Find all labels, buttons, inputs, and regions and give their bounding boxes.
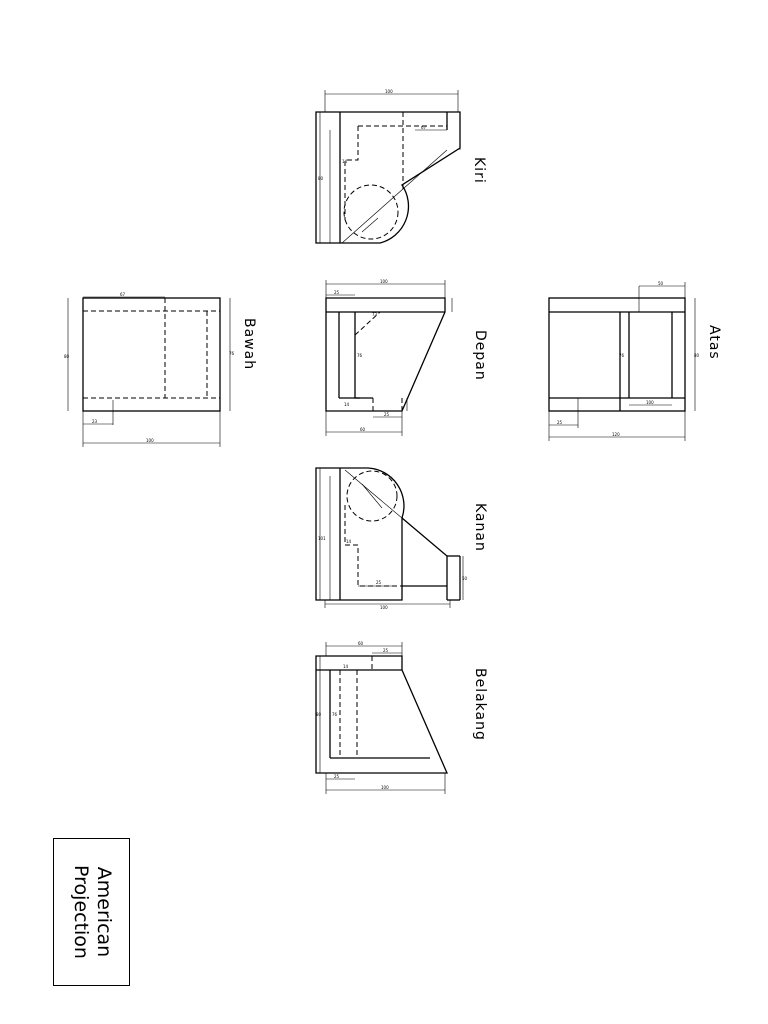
svg-text:76: 76 bbox=[229, 351, 235, 356]
svg-text:60: 60 bbox=[358, 641, 364, 646]
label-bawah: Bawah bbox=[241, 318, 257, 370]
svg-text:100: 100 bbox=[380, 605, 388, 610]
svg-text:50: 50 bbox=[462, 576, 468, 581]
svg-text:120: 120 bbox=[612, 432, 620, 437]
svg-text:67: 67 bbox=[120, 292, 126, 297]
svg-text:80: 80 bbox=[316, 712, 322, 717]
svg-text:76: 76 bbox=[332, 712, 338, 717]
label-kanan: Kanan bbox=[472, 503, 488, 552]
label-depan: Depan bbox=[472, 330, 488, 381]
svg-text:100: 100 bbox=[146, 438, 154, 443]
projection-label: American Projection bbox=[69, 865, 115, 959]
svg-text:100: 100 bbox=[381, 785, 389, 790]
label-atas: Atas bbox=[706, 325, 722, 360]
view-atas: 50 25 120 100 76 80 bbox=[548, 281, 700, 441]
projection-line-1: American bbox=[92, 866, 115, 958]
svg-text:25: 25 bbox=[376, 580, 382, 585]
svg-text:80: 80 bbox=[694, 353, 700, 358]
svg-text:25: 25 bbox=[557, 420, 563, 425]
svg-text:23: 23 bbox=[92, 419, 98, 424]
svg-text:60: 60 bbox=[360, 427, 366, 432]
svg-text:25: 25 bbox=[334, 290, 340, 295]
view-kanan: 100 25 14 101 50 bbox=[315, 467, 468, 610]
view-depan: 100 25 73 76 14 25 60 bbox=[325, 279, 453, 436]
svg-text:80: 80 bbox=[318, 176, 324, 181]
svg-text:50: 50 bbox=[658, 281, 664, 286]
view-kiri: 100 67 14 80 bbox=[315, 89, 461, 244]
svg-text:100: 100 bbox=[380, 279, 388, 284]
svg-text:76: 76 bbox=[357, 353, 363, 358]
label-belakang: Belakang bbox=[472, 668, 488, 741]
svg-text:25: 25 bbox=[384, 412, 390, 417]
svg-text:100: 100 bbox=[646, 400, 654, 405]
view-belakang: 60 25 14 76 80 25 100 bbox=[315, 641, 448, 794]
view-bawah: 67 23 100 80 76 bbox=[64, 292, 235, 447]
svg-text:80: 80 bbox=[64, 354, 70, 359]
svg-text:67: 67 bbox=[421, 125, 427, 130]
svg-text:14: 14 bbox=[343, 664, 349, 669]
svg-text:14: 14 bbox=[346, 539, 352, 544]
svg-text:73: 73 bbox=[372, 312, 378, 317]
svg-text:76: 76 bbox=[619, 353, 625, 358]
svg-text:25: 25 bbox=[334, 774, 340, 779]
svg-text:101: 101 bbox=[318, 536, 326, 541]
svg-text:100: 100 bbox=[385, 89, 393, 94]
projection-box: American Projection bbox=[53, 838, 130, 986]
projection-line-2: Projection bbox=[69, 865, 92, 959]
svg-text:25: 25 bbox=[383, 648, 389, 653]
label-kiri: Kiri bbox=[471, 157, 487, 184]
svg-text:14: 14 bbox=[342, 159, 348, 164]
svg-text:14: 14 bbox=[344, 402, 350, 407]
